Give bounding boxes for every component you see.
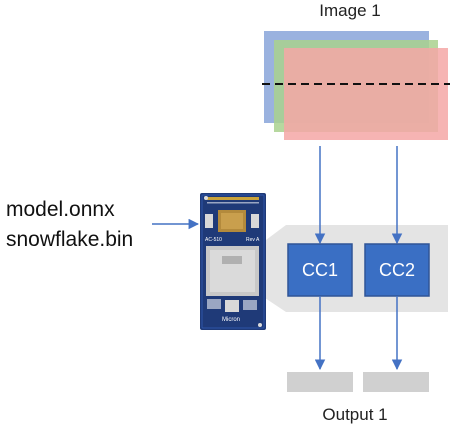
board-small-chip-top	[221, 213, 243, 229]
board-edge	[201, 194, 265, 329]
board-lower-component-1	[207, 299, 221, 309]
cc1-box	[287, 243, 353, 297]
cc2-box	[364, 243, 430, 297]
image-layer-red	[284, 48, 448, 140]
board-lower-component-3	[243, 300, 257, 310]
board-mounting-hole-tl	[204, 196, 208, 200]
board-mounting-hole-br	[258, 323, 262, 327]
board-connector-top	[207, 197, 259, 204]
model-file-onnx: model.onnx	[6, 198, 115, 221]
board-model-text: AC-510	[205, 237, 222, 243]
image-title: Image 1	[319, 1, 381, 20]
board-lower-component-2	[225, 300, 239, 312]
board-main-chip-mark	[222, 256, 242, 264]
output-box-2	[363, 372, 429, 392]
board-brand-text: Micron	[222, 317, 240, 323]
output-box-1	[287, 372, 353, 392]
accelerator-board: AC-510 Rev A Micron	[200, 193, 266, 330]
model-file-bin: snowflake.bin	[6, 228, 134, 251]
output-title: Output 1	[322, 405, 388, 424]
board-revision-text: Rev A	[246, 237, 260, 243]
board-component-right	[251, 214, 259, 228]
board-component-left	[205, 214, 213, 228]
